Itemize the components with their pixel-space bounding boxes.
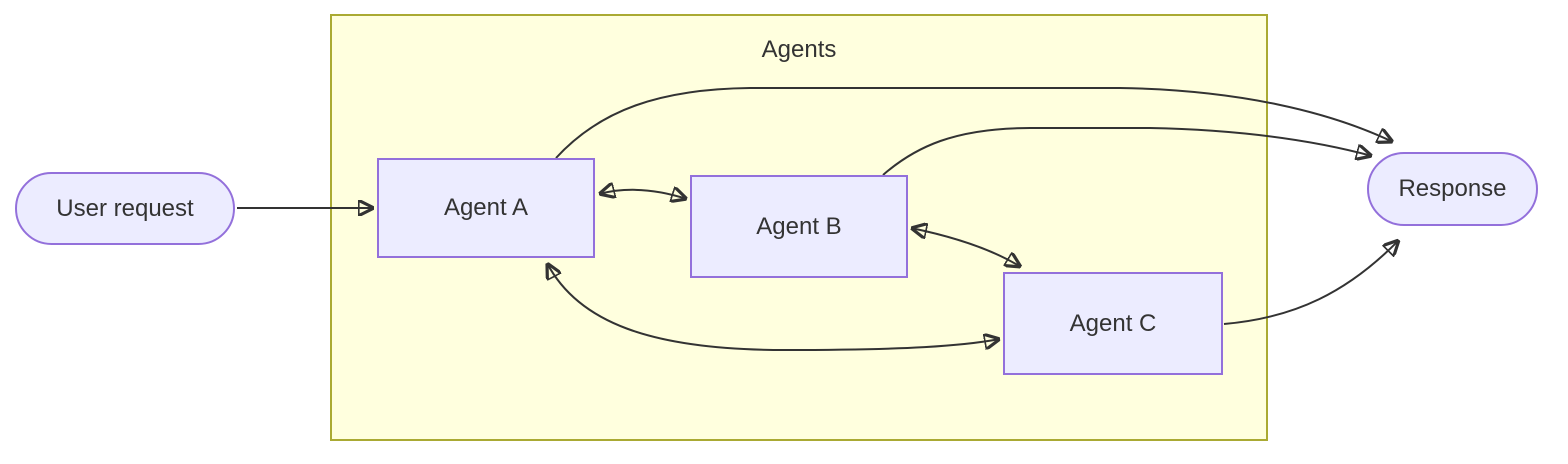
node-agent-c-label: Agent C <box>1069 309 1157 337</box>
node-response-label: Response <box>1398 175 1507 202</box>
edge-agent-b-agent-c <box>911 228 1021 267</box>
edge-agent-a-agent-b <box>599 190 687 199</box>
edge-agent-a-to-response <box>555 87 1393 159</box>
node-response: Response <box>1367 152 1538 226</box>
node-user-request-label: User request <box>56 194 194 222</box>
agents-cluster-label: Agents <box>761 36 837 63</box>
node-agent-a: Agent A <box>377 158 595 258</box>
node-agent-b: Agent B <box>690 175 908 278</box>
node-user-request: User request <box>15 172 235 245</box>
node-agent-b-label: Agent B <box>756 212 842 240</box>
edge-agent-b-to-response <box>882 127 1372 176</box>
edge-agent-c-to-response <box>1223 240 1399 325</box>
node-agent-a-label: Agent A <box>443 194 529 221</box>
node-agent-c: Agent C <box>1003 272 1223 375</box>
edge-agent-a-agent-c <box>547 263 1000 352</box>
